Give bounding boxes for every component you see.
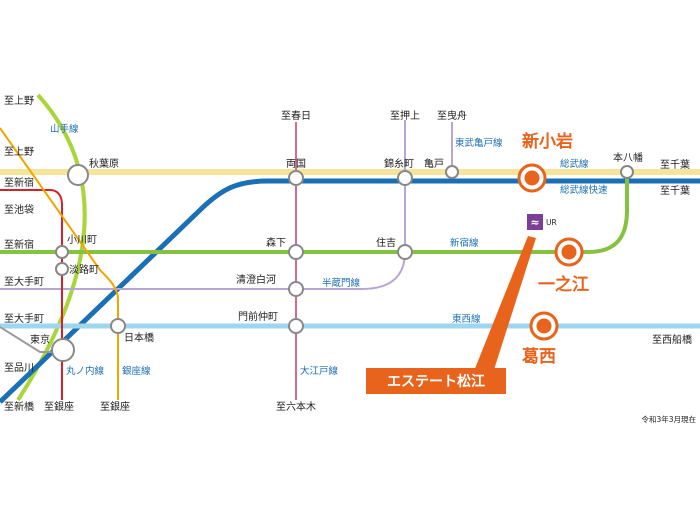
station-akihabara: 秋葉原	[89, 157, 119, 170]
dest-shimbashi: 至新橋	[4, 400, 34, 413]
ur-logo	[527, 214, 543, 230]
station-marker-kiyosumi	[288, 281, 304, 297]
station-ryogoku: 両国	[286, 158, 306, 170]
dest-roppongi: 至六本木	[276, 400, 316, 413]
dest-kasuga: 至春日	[281, 110, 311, 122]
station-kameido: 亀戸	[424, 157, 444, 170]
station-nihombashi: 日本橋	[124, 331, 154, 344]
station-tokyo: 東京	[30, 333, 50, 346]
line-tozai: 東西線	[452, 313, 481, 325]
dest-ueno-2: 至上野	[4, 146, 34, 158]
station-dot-shin-koiwa	[524, 170, 540, 186]
station-shin-koiwa: 新小岩	[522, 131, 573, 152]
dest-shinjuku-2: 至新宿	[4, 238, 34, 251]
property-pointer	[472, 236, 536, 376]
station-marker-tokyo	[51, 338, 75, 362]
line-shinjuku: 新宿線	[450, 237, 479, 249]
ur-logo-mark-icon: ≈	[530, 216, 539, 229]
station-kiyosumi: 清澄白河	[236, 273, 276, 286]
station-marker-kinshicho	[397, 170, 413, 186]
shinjuku-line	[0, 172, 629, 254]
station-kinshicho: 錦糸町	[384, 157, 414, 170]
station-dot-kasai	[536, 318, 552, 334]
dest-hikifune: 至曳舟	[437, 109, 467, 122]
station-ogawamachi: 小川町	[67, 234, 97, 246]
station-marker-morishita	[288, 244, 304, 260]
line-hanzomon: 半蔵門線	[322, 277, 361, 289]
date-note: 令和3年3月現在	[641, 414, 696, 424]
yamanote-line	[16, 93, 87, 402]
line-ginza: 銀座線	[122, 365, 151, 377]
sobu-rapid-line	[0, 178, 700, 404]
line-tobu-kameido: 東武亀戸線	[455, 137, 503, 149]
line-sobu: 総武線	[560, 158, 589, 170]
dest-oshiage: 至押上	[390, 109, 420, 122]
line-sobu-rapid: 総武線快速	[560, 184, 608, 196]
station-marker-monzen	[288, 318, 304, 334]
dest-otemachi-1: 至大手町	[4, 275, 44, 288]
line-oedo: 大江戸線	[300, 365, 339, 377]
station-awajicho: 淡路町	[69, 263, 99, 276]
station-dot-ichinoe	[561, 244, 577, 260]
dest-chiba-2: 至千葉	[660, 184, 690, 197]
line-marunouchi: 丸ノ内線	[66, 365, 105, 377]
dest-ginza-2: 至銀座	[100, 400, 130, 413]
marunouchi-line	[0, 189, 63, 400]
station-marker-motoyawata	[620, 165, 634, 179]
station-monzen: 門前仲町	[238, 310, 278, 323]
station-motoyawata: 本八幡	[613, 151, 643, 164]
dest-ginza-1: 至銀座	[44, 400, 74, 413]
station-marker-sumiyoshi	[397, 244, 413, 260]
station-marker-kameido	[445, 165, 459, 179]
station-marker-awajicho	[55, 262, 69, 276]
station-marker-ryogoku	[288, 170, 304, 186]
property-label-box	[366, 368, 506, 394]
dest-chiba-1: 至千葉	[660, 158, 690, 171]
ur-logo-text: UR	[546, 218, 557, 227]
dest-otemachi-2: 至大手町	[4, 312, 44, 325]
ginza-line	[0, 127, 119, 400]
property-name: エステート松江	[387, 373, 485, 390]
station-ichinoe: 一之江	[538, 274, 589, 295]
station-sumiyoshi: 住吉	[376, 236, 396, 249]
dest-ikebukuro: 至池袋	[4, 203, 34, 216]
station-marker-nihombashi	[110, 318, 126, 334]
dest-nishi-funabashi: 至西船橋	[652, 333, 692, 346]
station-marker-ogawamachi	[55, 245, 69, 259]
dest-ueno-1: 至上野	[4, 95, 34, 107]
dest-shinjuku-1: 至新宿	[4, 176, 34, 189]
station-marker-akihabara	[67, 164, 89, 186]
station-kasai: 葛西	[521, 346, 556, 367]
line-yamanote: 山手線	[50, 123, 79, 135]
station-morishita: 森下	[266, 236, 286, 249]
dest-shinagawa: 至品川	[4, 362, 34, 374]
